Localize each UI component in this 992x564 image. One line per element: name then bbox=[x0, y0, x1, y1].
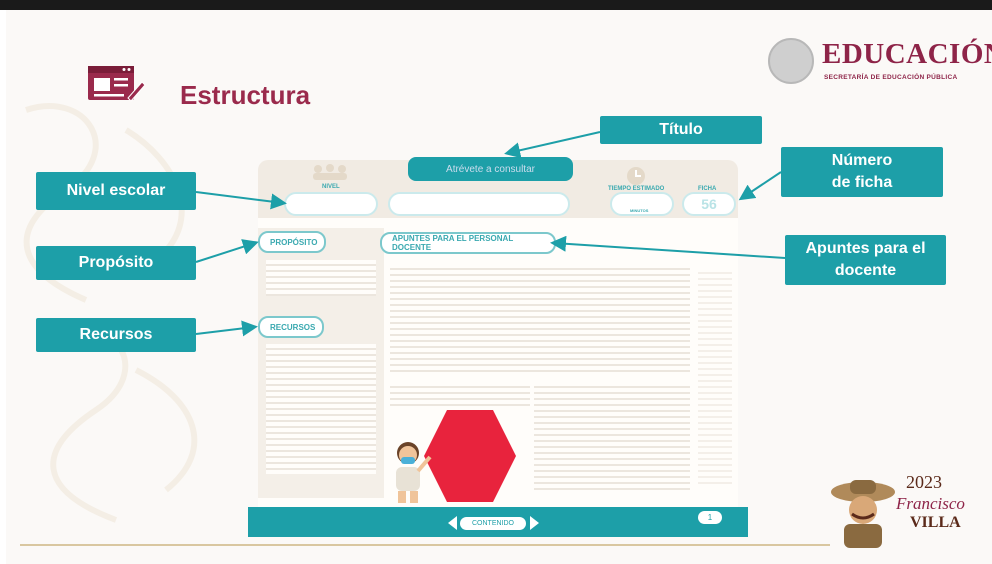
villa-2023-logo: 2023 Francisco VILLA bbox=[830, 470, 980, 552]
ficha-label: FICHA bbox=[698, 186, 717, 192]
contenido-button[interactable]: CONTENIDO bbox=[460, 517, 526, 530]
recursos-label: RECURSOS bbox=[258, 316, 324, 338]
document-edit-icon bbox=[88, 66, 146, 102]
apuntes-label: APUNTES PARA EL PERSONAL DOCENTE bbox=[380, 232, 556, 254]
logo-subtitle: SECRETARÍA DE EDUCACIÓN PÚBLICA bbox=[824, 74, 958, 81]
tiempo-field bbox=[610, 192, 674, 216]
apuntes-text bbox=[390, 264, 690, 374]
next-arrow-icon[interactable] bbox=[530, 516, 539, 530]
clock-icon bbox=[627, 167, 645, 185]
callout-titulo: Título bbox=[600, 116, 762, 144]
arrow-nivel bbox=[195, 191, 287, 210]
arrow-proposito bbox=[195, 239, 259, 263]
red-hexagon bbox=[424, 410, 516, 502]
arrow-titulo bbox=[504, 131, 601, 159]
callout-apuntes-line1: Apuntes para el bbox=[805, 240, 926, 257]
side-icons bbox=[698, 268, 732, 488]
logo-wordmark: EDUCACIÓN bbox=[822, 38, 992, 70]
callout-nivel-escolar: Nivel escolar bbox=[36, 172, 196, 210]
francisco-villa-portrait-icon bbox=[831, 480, 895, 548]
minutos-label: MINUTOS bbox=[630, 208, 649, 213]
callout-apuntes-line2: docente bbox=[834, 262, 897, 279]
apuntes-text-3 bbox=[534, 382, 690, 492]
slide-title: Estructura bbox=[180, 80, 311, 110]
students-icon bbox=[313, 164, 347, 180]
proposito-text bbox=[266, 260, 376, 296]
callout-numero-ficha: Número de ficha bbox=[781, 147, 943, 197]
ficha-header: NIVEL TIEMPO ESTIMADO MINUTOS FICHA 56 bbox=[258, 160, 738, 218]
apuntes-text-2 bbox=[390, 382, 530, 406]
bottom-divider bbox=[20, 544, 830, 546]
page-number: 1 bbox=[698, 511, 722, 524]
sep-logo: EDUCACIÓN SECRETARÍA DE EDUCACIÓN PÚBLIC… bbox=[768, 38, 992, 88]
ficha-number: 56 bbox=[682, 192, 736, 216]
villa-name: Francisco bbox=[896, 494, 965, 513]
villa-year: 2023 bbox=[906, 472, 942, 492]
nivel-field bbox=[284, 192, 378, 216]
arrow-apuntes bbox=[550, 235, 786, 259]
callout-proposito: Propósito bbox=[36, 246, 196, 280]
callout-apuntes-docente: Apuntes para el docente bbox=[785, 235, 946, 285]
previous-arrow-icon[interactable] bbox=[448, 516, 457, 530]
child-illustration bbox=[396, 442, 432, 503]
proposito-label: PROPÓSITO bbox=[258, 231, 326, 253]
recursos-text bbox=[266, 344, 376, 474]
villa-surname: VILLA bbox=[910, 514, 961, 531]
tiempo-label: TIEMPO ESTIMADO bbox=[608, 186, 665, 192]
arrow-numero bbox=[738, 171, 782, 201]
ficha-mockup: NIVEL TIEMPO ESTIMADO MINUTOS FICHA 56 A… bbox=[248, 157, 748, 537]
title-tab: Atrévete a consultar bbox=[408, 157, 573, 181]
callout-numero-line2: de ficha bbox=[831, 174, 893, 191]
nivel-label: NIVEL bbox=[322, 184, 340, 190]
arrow-recursos bbox=[195, 320, 258, 337]
callout-numero-line1: Número bbox=[831, 152, 893, 169]
ficha-body: PROPÓSITO RECURSOS APUNTES PARA EL PERSO… bbox=[258, 218, 738, 508]
top-bar bbox=[0, 0, 992, 10]
callout-recursos: Recursos bbox=[36, 318, 196, 352]
national-seal-icon bbox=[768, 38, 814, 84]
title-field bbox=[388, 192, 570, 216]
